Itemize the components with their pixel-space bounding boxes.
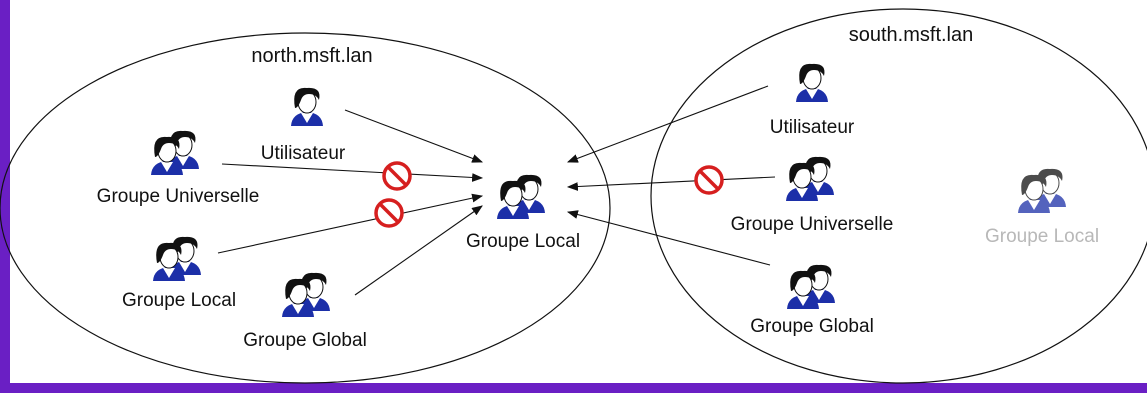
arrow-north-global [354,205,483,296]
forbidden-icon [382,161,412,191]
south-groupe-global-label: Groupe Global [750,316,874,337]
north-domain-label: north.msft.lan [251,45,373,67]
north-utilisateur-label: Utilisateur [260,143,346,164]
arrow-south-utilisateur [566,85,769,163]
north-domain-ellipse [0,32,611,384]
arrow-north-universelle [221,163,484,182]
arrow-north-local [217,193,484,254]
south-groupe-local-label: Groupe Local [984,226,1100,247]
north-groupe-universelle-label: Groupe Universelle [96,186,260,207]
arrow-south-universelle [566,176,776,191]
south-domain-label: south.msft.lan [848,24,974,46]
south-domain-ellipse [650,8,1147,384]
south-utilisateur-label: Utilisateur [769,117,855,138]
arrow-south-global [566,210,771,266]
forbidden-icon [374,198,404,228]
north-groupe-local-label: Groupe Local [121,290,237,311]
forbidden-icon [694,165,724,195]
diagram-background [10,0,1147,383]
north-groupe-global-label: Groupe Global [243,330,367,351]
center-groupe-local-label: Groupe Local [465,231,581,252]
arrow-north-utilisateur [344,109,484,163]
south-groupe-universelle-label: Groupe Universelle [730,214,894,235]
